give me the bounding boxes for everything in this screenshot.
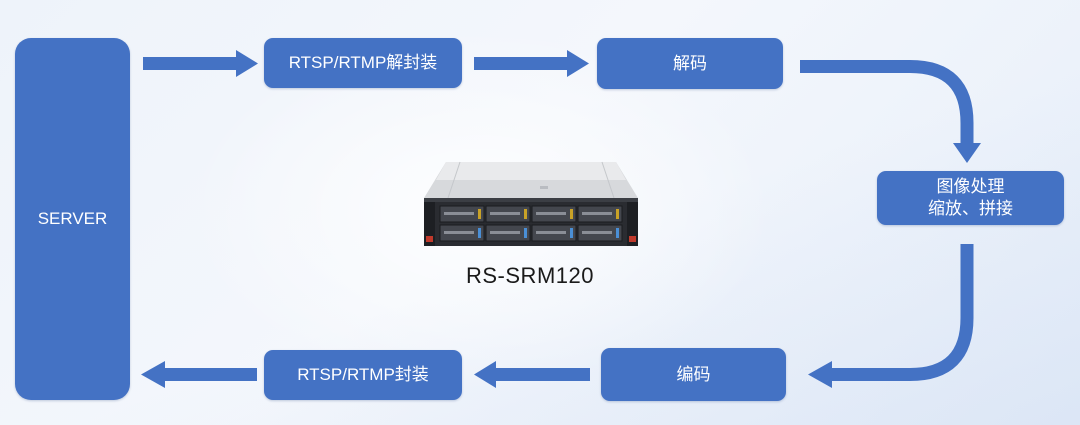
product-model-label: RS-SRM120 (466, 263, 594, 288)
arrow-down-icon (800, 60, 981, 163)
image-process-label-line1: 图像处理 (936, 177, 1005, 196)
encode-node: 编码 (601, 348, 786, 401)
image-process-node: 图像处理 缩放、拼接 (877, 171, 1064, 225)
arrow-left-icon (808, 244, 974, 388)
arrow-left-icon (474, 361, 590, 388)
mux-label: RTSP/RTMP封装 (297, 365, 429, 384)
arrow-right-icon (143, 50, 258, 77)
encode-label: 编码 (676, 364, 711, 384)
rack-server-icon (424, 161, 638, 246)
image-process-label-line2: 缩放、拼接 (928, 199, 1013, 218)
server-label: SERVER (37, 209, 108, 228)
server-node: SERVER (15, 38, 130, 400)
arrow-left-icon (141, 361, 257, 388)
decode-label: 解码 (673, 53, 707, 73)
arrow-right-icon (474, 50, 589, 77)
demux-label: RTSP/RTMP解封装 (288, 53, 438, 72)
demux-node: RTSP/RTMP解封装 (264, 38, 462, 88)
decode-node: 解码 (597, 38, 783, 89)
mux-node: RTSP/RTMP封装 (264, 350, 462, 400)
